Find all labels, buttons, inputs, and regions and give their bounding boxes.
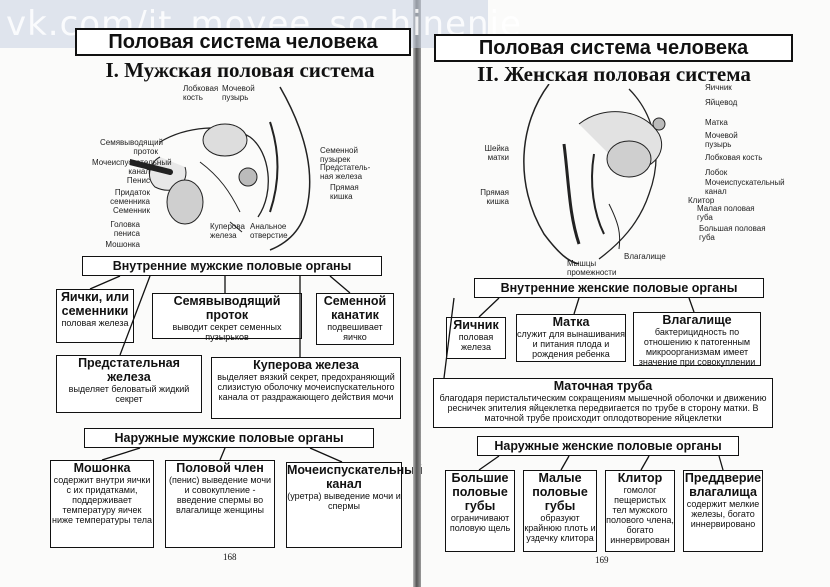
label-mochevoy: Мочевой пузырь bbox=[222, 84, 255, 102]
label-mochevoy: Мочевой пузырь bbox=[705, 131, 738, 149]
right-arrows bbox=[443, 297, 724, 471]
page-number-right: 169 bbox=[595, 555, 609, 565]
box-yaichki-desc: половая железа bbox=[61, 318, 129, 328]
box-uretra-desc: (уретра) выведение мочи и спермы bbox=[287, 491, 401, 511]
label-penis: Пенис bbox=[126, 176, 150, 185]
box-kuperova-desc: выделяет вязкий секрет, предохраняющий с… bbox=[217, 372, 395, 402]
box-malye-guby: Малые половые губы образуют крайнюю плот… bbox=[523, 470, 597, 552]
label-semennoy-puz: Семенной пузырек bbox=[320, 146, 358, 164]
box-matka-desc: служит для вынашивания и питания плода и… bbox=[517, 329, 625, 359]
box-matochnaya-truba: Маточная труба благодаря перистальтическ… bbox=[433, 378, 773, 428]
label-lobkovaya: Лобковая кость bbox=[183, 84, 219, 102]
label-bolshaya: Большая половая губа bbox=[699, 224, 766, 242]
box-kanatik-heading: Семенной канатик bbox=[323, 294, 387, 322]
label-yaichnik: Яичник bbox=[705, 83, 732, 92]
box-moshonka-heading: Мошонка bbox=[73, 461, 131, 475]
box-preddverie-desc: содержит мелкие железы, богато иннервиро… bbox=[686, 499, 760, 529]
box-yaichnik-heading: Яичник bbox=[453, 318, 499, 332]
label-pridatok: Придаток семенника bbox=[110, 188, 150, 206]
label-semyavyvod: Семявыводящий проток bbox=[100, 138, 164, 156]
box-chlen-desc: (пенис) выведение мочи и совокупление - … bbox=[168, 475, 272, 515]
right-page: Половая система человека II. Женская пол… bbox=[419, 0, 830, 587]
label-analnoe: Анальное отверстие bbox=[250, 222, 288, 240]
left-page: Половая система человека I. Мужская поло… bbox=[50, 28, 423, 562]
box-yaichki-heading: Яички, или семенники bbox=[60, 290, 130, 318]
box-malye-heading: Малые половые губы bbox=[532, 471, 588, 513]
page-title: Половая система человека bbox=[434, 34, 793, 62]
label-kuperova: Куперова железа bbox=[210, 222, 245, 240]
box-bolshie-heading: Большие половые губы bbox=[451, 471, 509, 513]
box-matka-heading: Матка bbox=[552, 315, 590, 329]
box-truba-desc: благодаря перистальтическим сокращениям … bbox=[439, 393, 767, 423]
label-pryamaya: Прямая кишка bbox=[330, 183, 359, 201]
box-klitor-heading: Клитор bbox=[617, 471, 663, 485]
page-subtitle: I. Мужская половая система bbox=[105, 58, 375, 82]
label-matka: Матка bbox=[705, 118, 728, 127]
box-predstat-desc: выделяет беловатый жидкий секрет bbox=[68, 384, 190, 404]
box-yaichnik: Яичник половая железа bbox=[446, 317, 506, 359]
external-male-header: Наружные мужские половые органы bbox=[84, 428, 374, 448]
label-predstat: Предстатель-ная железа bbox=[320, 163, 371, 181]
label-lobok: Лобок bbox=[705, 168, 728, 177]
internal-male-header: Внутренние мужские половые органы bbox=[82, 256, 382, 276]
internal-female-header: Внутренние женские половые органы bbox=[474, 278, 764, 298]
book-gutter bbox=[413, 0, 421, 587]
label-moshonka: Мошонка bbox=[105, 240, 140, 249]
box-vlagalishche-desc: бактерицидность по отношению к патогенны… bbox=[638, 327, 756, 367]
label-mocheisp: Мочеиспускательный канал bbox=[705, 178, 785, 196]
box-preddverie-heading: Преддверие влагалища bbox=[684, 471, 762, 499]
box-semyavyvod-desc: выводит секрет семенных пузырьков bbox=[172, 322, 282, 342]
label-semennik: Семенник bbox=[113, 206, 150, 215]
box-kuperova-heading: Куперова железа bbox=[253, 358, 359, 372]
page-title: Половая система человека bbox=[75, 28, 411, 56]
left-arrows bbox=[89, 275, 351, 463]
box-matka: Матка служит для вынашивания и питания п… bbox=[516, 314, 626, 362]
box-bolshie-guby: Большие половые губы ограничивают полову… bbox=[445, 470, 515, 552]
box-yaichnik-desc: половая железа bbox=[458, 332, 494, 352]
box-vlagalishche-heading: Влагалище bbox=[662, 313, 732, 327]
box-yaichki: Яички, или семенники половая железа bbox=[56, 289, 134, 343]
label-myshcy: Мышцы промежности bbox=[567, 259, 617, 277]
label-klitor: Клитор bbox=[688, 196, 715, 205]
box-kanatik-desc: подвешивает яичко bbox=[327, 322, 383, 342]
box-kuperova: Куперова железа выделяет вязкий секрет, … bbox=[211, 357, 401, 419]
label-sheyka: Шейка матки bbox=[484, 144, 509, 162]
box-semyavyvod-heading: Семявыводящий проток bbox=[173, 294, 281, 322]
male-anatomy-illustration bbox=[130, 86, 311, 251]
box-semyavyvod: Семявыводящий проток выводит секрет семе… bbox=[152, 293, 302, 342]
box-klitor-desc: гомолог пещеристых тел мужского полового… bbox=[606, 485, 674, 545]
box-truba-heading: Маточная труба bbox=[553, 379, 653, 393]
label-mocheisp: Мочеиспускательный канал bbox=[92, 158, 172, 176]
page-subtitle: II. Женская половая система bbox=[477, 62, 751, 86]
label-yaicevod: Яйцевод bbox=[705, 98, 738, 107]
box-predstat-heading: Предстательная железа bbox=[78, 356, 180, 384]
box-chlen-heading: Половой член bbox=[176, 461, 264, 475]
box-malye-desc: образуют крайнюю плоть и уздечку клитора bbox=[524, 513, 596, 543]
box-chlen: Половой член (пенис) выведение мочи и со… bbox=[165, 460, 275, 548]
label-vlagalishche: Влагалище bbox=[624, 252, 666, 261]
label-pryamaya: Прямая кишка bbox=[480, 188, 509, 206]
page-number-left: 168 bbox=[223, 552, 237, 562]
box-klitor: Клитор гомолог пещеристых тел мужского п… bbox=[605, 470, 675, 552]
box-moshonka-desc: содержит внутри яички с их придатками, п… bbox=[51, 475, 152, 525]
box-predstat: Предстательная железа выделяет беловатый… bbox=[56, 355, 202, 413]
box-uretra: Мочеиспускательный канал (уретра) выведе… bbox=[286, 462, 423, 548]
box-vlagalishche: Влагалище бактерицидность по отношению к… bbox=[633, 312, 761, 367]
label-golovka: Головка пениса bbox=[110, 220, 140, 238]
box-preddverie: Преддверие влагалища содержит мелкие жел… bbox=[683, 470, 763, 552]
box-kanatik: Семенной канатик подвешивает яичко bbox=[316, 293, 394, 345]
box-moshonka: Мошонка содержит внутри яички с их прида… bbox=[50, 460, 154, 548]
external-female-header: Наружные женские половые органы bbox=[477, 436, 739, 456]
box-uretra-heading: Мочеиспускательный канал bbox=[287, 463, 423, 491]
label-lobkovaya: Лобковая кость bbox=[705, 153, 763, 162]
female-anatomy-illustration bbox=[523, 84, 666, 264]
box-bolshie-desc: ограничивают половую щель bbox=[449, 513, 511, 533]
label-malaya: Малая половая губа bbox=[697, 204, 755, 222]
